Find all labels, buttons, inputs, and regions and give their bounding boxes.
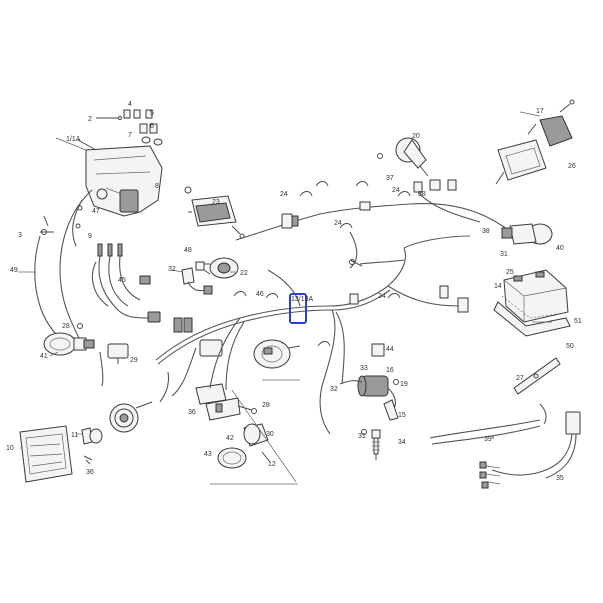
label-45: 45	[118, 277, 126, 284]
label-44: 44	[386, 346, 394, 353]
spark-plug	[361, 429, 381, 460]
speedometer-cable	[34, 235, 104, 387]
turn-signal-front	[217, 423, 271, 469]
label-42: 42	[226, 435, 234, 442]
rear-connectors	[413, 179, 481, 223]
ignition-switch	[253, 339, 301, 369]
cluster-cable	[59, 189, 93, 341]
flasher-relay	[107, 343, 129, 364]
battery	[503, 269, 569, 323]
rear-turn-signal-20	[377, 137, 429, 177]
highlight-box-13	[289, 293, 307, 324]
label-29: 29	[130, 357, 138, 364]
label-40: 40	[556, 245, 564, 252]
label-46: 46	[256, 291, 264, 298]
cdi-unit	[184, 186, 245, 239]
label-31-b: 31	[500, 251, 508, 258]
turn-signal-rear-left	[43, 323, 95, 356]
label-38-a: 38	[418, 191, 426, 198]
label-25: 25	[506, 269, 514, 276]
label-17: 17	[536, 108, 544, 115]
label-38-b: 38	[482, 228, 490, 235]
label-26: 26	[568, 163, 576, 170]
label-36-a: 36	[86, 469, 94, 476]
label-20: 20	[412, 133, 420, 140]
label-5: 5	[150, 110, 154, 117]
battery-tray	[493, 295, 571, 337]
cluster-bulbs	[96, 109, 163, 146]
label-30: 30	[266, 431, 274, 438]
label-14: 14	[494, 283, 502, 290]
main-harness	[155, 203, 521, 435]
regulator	[195, 257, 239, 279]
label-8: 8	[155, 183, 159, 190]
label-49: 49	[10, 267, 18, 274]
label-36-b: 36	[188, 409, 196, 416]
label-4: 4	[128, 101, 132, 108]
leader-lines	[18, 111, 552, 449]
switch-harness	[91, 243, 161, 323]
rear-turn-signal-40	[501, 223, 553, 245]
label-2: 2	[88, 116, 92, 123]
harness-clips	[233, 181, 411, 347]
label-13-13a: 13/13A	[291, 296, 314, 303]
label-24-c: 24	[334, 220, 342, 227]
handlebar-switch-right	[195, 383, 257, 421]
part-labels: 1/1A 2 3 4 5 6 7 8 9 10 11 12 13/13A 14 …	[6, 101, 582, 482]
label-28-a: 28	[62, 323, 70, 330]
horn	[109, 401, 153, 433]
label-23: 23	[212, 199, 220, 206]
label-24-a: 24	[280, 191, 288, 198]
label-1-1a: 1/1A	[66, 136, 81, 143]
label-39: 39*	[484, 436, 495, 443]
headlight-bulb	[81, 427, 103, 465]
label-22: 22	[240, 270, 248, 277]
label-16: 16	[386, 367, 394, 374]
instrument-cluster	[77, 139, 163, 217]
label-33: 33	[360, 365, 368, 372]
label-9: 9	[88, 233, 92, 240]
label-3: 3	[18, 232, 22, 239]
section-divider	[210, 379, 300, 485]
tail-light	[495, 99, 575, 185]
label-10: 10	[6, 445, 14, 452]
label-34: 34	[398, 439, 406, 446]
label-28-b: 28	[262, 402, 270, 409]
label-35: 35	[556, 475, 564, 482]
label-24-d: 24	[378, 293, 386, 300]
label-6: 6	[150, 123, 154, 130]
connector-block-center	[173, 317, 223, 357]
harness-connectors-top	[281, 201, 469, 313]
label-19: 19	[400, 381, 408, 388]
connector-48	[181, 267, 213, 295]
label-27: 27	[516, 375, 524, 382]
mounting-screw	[40, 215, 54, 235]
label-15: 15	[398, 412, 406, 419]
headlight	[19, 425, 73, 483]
label-41: 41	[40, 353, 48, 360]
label-31-a: 31	[358, 433, 366, 440]
label-32-a: 32	[168, 266, 176, 273]
label-7: 7	[128, 132, 132, 139]
label-11: 11	[71, 432, 78, 439]
label-51: 51	[574, 318, 582, 325]
label-48: 48	[184, 247, 192, 254]
label-24-b: 24	[392, 187, 400, 194]
label-12: 12	[268, 461, 276, 468]
auxiliary-harness	[429, 403, 581, 489]
label-32-b: 32	[330, 386, 338, 393]
label-50: 50	[566, 343, 574, 350]
ignition-coil	[339, 343, 399, 421]
label-43: 43	[204, 451, 212, 458]
battery-strap	[513, 357, 561, 395]
label-37: 37	[386, 175, 394, 182]
label-47: 47	[92, 208, 100, 215]
